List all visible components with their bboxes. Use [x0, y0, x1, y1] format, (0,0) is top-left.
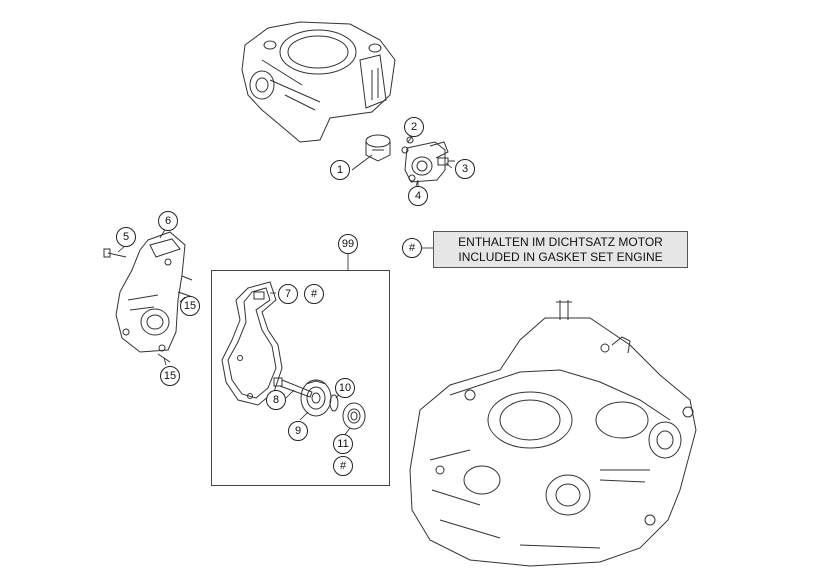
callout-10[interactable]: 10 [335, 378, 355, 398]
callout-5[interactable]: 5 [116, 227, 136, 247]
callout-1[interactable]: 1 [330, 160, 350, 180]
callout-8[interactable]: 8 [266, 390, 286, 410]
callout-7[interactable]: 7 [278, 284, 298, 304]
callout-11-gasket-kit-marker[interactable]: # [333, 456, 353, 476]
pump-shaft-part [273, 377, 313, 398]
callout-3[interactable]: 3 [455, 159, 475, 179]
cylinder-part [241, 21, 396, 143]
shaft-seal-part [342, 402, 366, 430]
legend-line-german: ENTHALTEN IM DICHTSATZ MOTOR [458, 235, 663, 249]
gasket-set-legend: ENTHALTEN IM DICHTSATZ MOTOR INCLUDED IN… [433, 231, 688, 268]
thermostat-housing-part [401, 134, 449, 190]
crankcase-part [409, 300, 697, 567]
thermostat-part [351, 134, 391, 171]
seal-ring-part [329, 394, 339, 412]
callout-7-gasket-kit-marker[interactable]: # [304, 284, 324, 304]
callout-99[interactable]: 99 [338, 234, 358, 254]
water-pump-repair-kit-frame [211, 270, 390, 486]
callout-2[interactable]: 2 [404, 117, 424, 137]
callout-11[interactable]: 11 [333, 434, 353, 454]
callout-15-upper[interactable]: 15 [180, 296, 200, 316]
water-pump-cover-part [103, 231, 193, 363]
callout-6[interactable]: 6 [158, 211, 178, 231]
callout-15-lower[interactable]: 15 [160, 366, 180, 386]
sensor-part [437, 157, 455, 166]
callout-9[interactable]: 9 [288, 421, 308, 441]
legend-hash-marker: # [402, 238, 422, 258]
callout-4[interactable]: 4 [408, 186, 428, 206]
legend-line-english: INCLUDED IN GASKET SET ENGINE [458, 250, 663, 264]
